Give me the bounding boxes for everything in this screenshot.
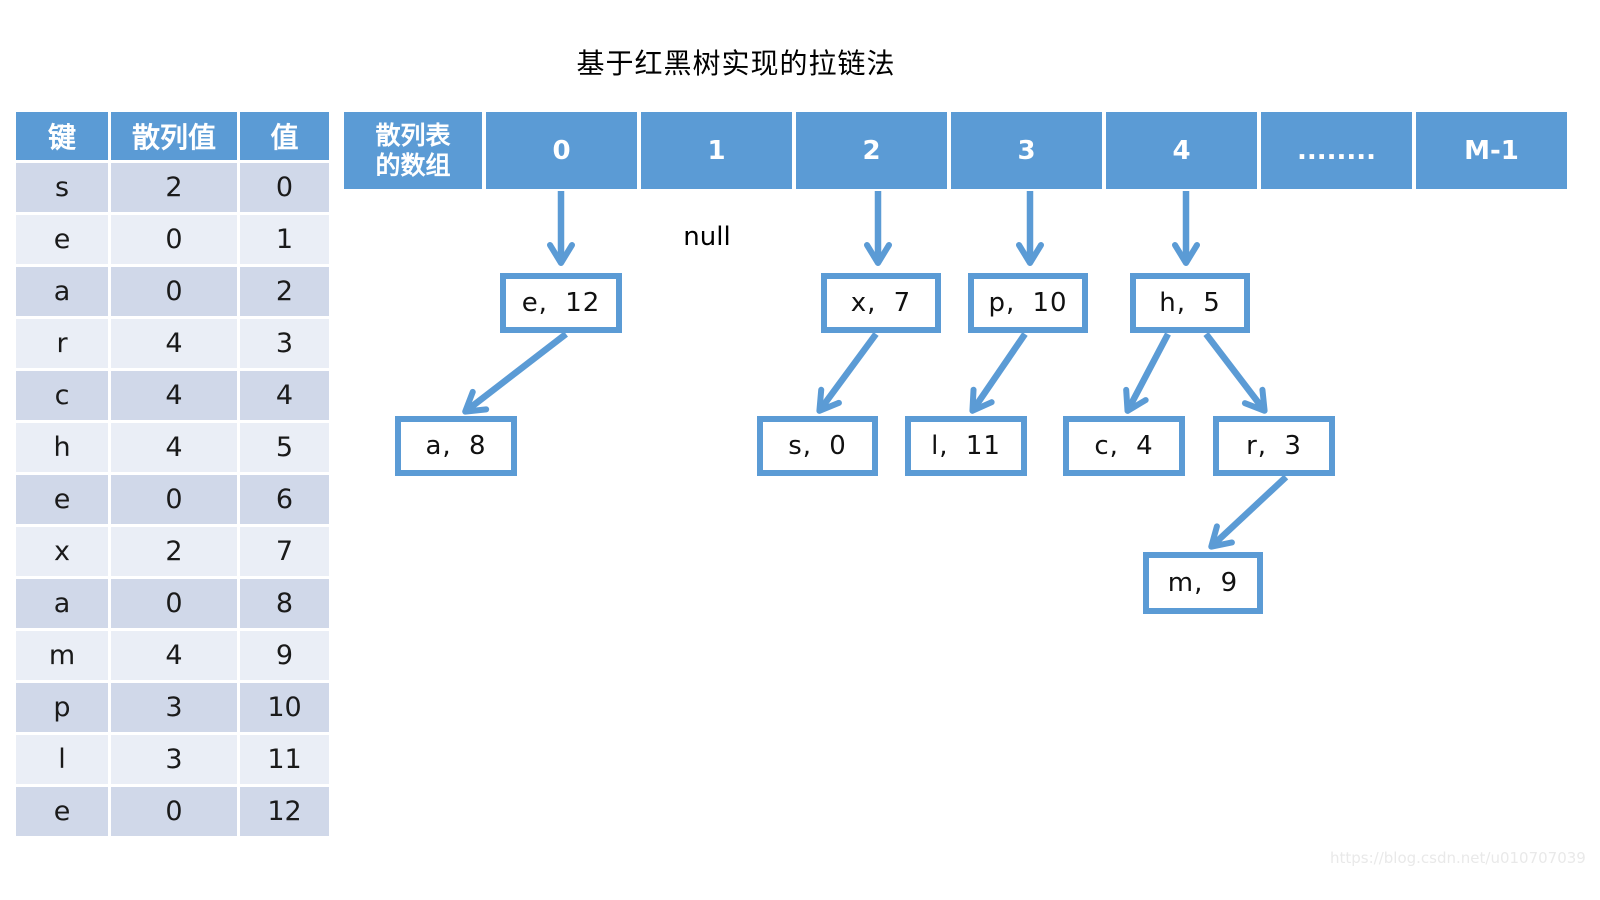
table-cell-key: r: [16, 319, 108, 368]
table-cell-hash: 0: [111, 579, 237, 628]
hash-array-bucket-2: 2: [796, 112, 947, 189]
tree-node-l11: l, 11: [905, 416, 1027, 476]
table-cell-value: 9: [240, 631, 329, 680]
tree-node-label: l, 11: [931, 431, 1001, 461]
tree-node-label: x, 7: [850, 288, 912, 318]
tree-node-p10: p, 10: [968, 273, 1088, 333]
watermark-url: https://blog.csdn.net/u010707039: [1330, 849, 1586, 867]
table-cell-hash: 4: [111, 423, 237, 472]
tree-node-s0: s, 0: [757, 416, 878, 476]
table-cell-hash: 3: [111, 735, 237, 784]
hash-array-bucket-ellipsis: ........: [1261, 112, 1412, 189]
table-cell-hash: 2: [111, 163, 237, 212]
table-cell-hash: 2: [111, 527, 237, 576]
hash-array-bucket-0: 0: [486, 112, 637, 189]
table-cell-value: 0: [240, 163, 329, 212]
table-cell-key: p: [16, 683, 108, 732]
tree-node-x7: x, 7: [821, 273, 941, 333]
null-label: null: [683, 222, 731, 252]
table-cell-hash: 4: [111, 371, 237, 420]
table-cell-value: 5: [240, 423, 329, 472]
table-cell-value: 3: [240, 319, 329, 368]
table-cell-key: e: [16, 787, 108, 836]
table-cell-value: 12: [240, 787, 329, 836]
key-value-table: 键 散列值 值 s 2 0 e 0 1 a 0 2 r 4 3 c 4 4 h …: [16, 112, 329, 836]
table-header-key: 键: [16, 112, 108, 160]
table-header-hash: 散列值: [111, 112, 237, 160]
tree-node-c4: c, 4: [1063, 416, 1185, 476]
table-cell-hash: 0: [111, 787, 237, 836]
arrow-p10-to-l11: [969, 332, 1028, 414]
hash-array-header: 散列表 的数组 0 1 2 3 4 ........ M-1: [344, 112, 1567, 189]
tree-node-label: p, 10: [988, 288, 1068, 318]
table-cell-value: 7: [240, 527, 329, 576]
table-cell-value: 10: [240, 683, 329, 732]
arrow-r3-to-m9: [1208, 474, 1289, 550]
table-cell-key: s: [16, 163, 108, 212]
table-cell-hash: 0: [111, 267, 237, 316]
arrow-x7-to-s0: [816, 332, 879, 414]
table-cell-hash: 3: [111, 683, 237, 732]
table-cell-key: x: [16, 527, 108, 576]
table-cell-value: 4: [240, 371, 329, 420]
tree-node-h5: h, 5: [1130, 273, 1250, 333]
tree-node-label: s, 0: [788, 431, 847, 461]
table-cell-key: l: [16, 735, 108, 784]
table-header-value: 值: [240, 112, 329, 160]
tree-node-label: m, 9: [1167, 568, 1239, 598]
table-cell-key: e: [16, 475, 108, 524]
hash-array-bucket-3: 3: [951, 112, 1102, 189]
table-cell-value: 2: [240, 267, 329, 316]
table-cell-key: a: [16, 267, 108, 316]
tree-node-a8: a, 8: [395, 416, 517, 476]
page-title: 基于红黑树实现的拉链法: [576, 47, 896, 80]
tree-node-label: h, 5: [1159, 288, 1221, 318]
table-cell-key: m: [16, 631, 108, 680]
table-cell-value: 6: [240, 475, 329, 524]
arrow-h5-to-r3: [1203, 332, 1268, 414]
table-cell-key: a: [16, 579, 108, 628]
tree-node-m9: m, 9: [1143, 552, 1263, 614]
table-cell-value: 1: [240, 215, 329, 264]
table-cell-value: 8: [240, 579, 329, 628]
table-cell-hash: 0: [111, 215, 237, 264]
table-cell-key: e: [16, 215, 108, 264]
table-cell-key: h: [16, 423, 108, 472]
hash-array-bucket-1: 1: [641, 112, 792, 189]
table-cell-key: c: [16, 371, 108, 420]
tree-node-label: c, 4: [1094, 431, 1154, 461]
hash-array-bucket-m1: M-1: [1416, 112, 1567, 189]
arrow-h5-to-c4: [1123, 332, 1171, 414]
arrow-e12-to-a8: [462, 331, 568, 415]
tree-node-label: r, 3: [1246, 431, 1302, 461]
table-cell-value: 11: [240, 735, 329, 784]
hash-array-bucket-4: 4: [1106, 112, 1257, 189]
table-cell-hash: 4: [111, 631, 237, 680]
tree-node-r3: r, 3: [1213, 416, 1335, 476]
tree-node-label: e, 12: [521, 288, 601, 318]
table-cell-hash: 4: [111, 319, 237, 368]
table-cell-hash: 0: [111, 475, 237, 524]
hash-array-label: 散列表 的数组: [344, 112, 482, 189]
tree-node-e12: e, 12: [500, 273, 622, 333]
tree-node-label: a, 8: [425, 431, 487, 461]
